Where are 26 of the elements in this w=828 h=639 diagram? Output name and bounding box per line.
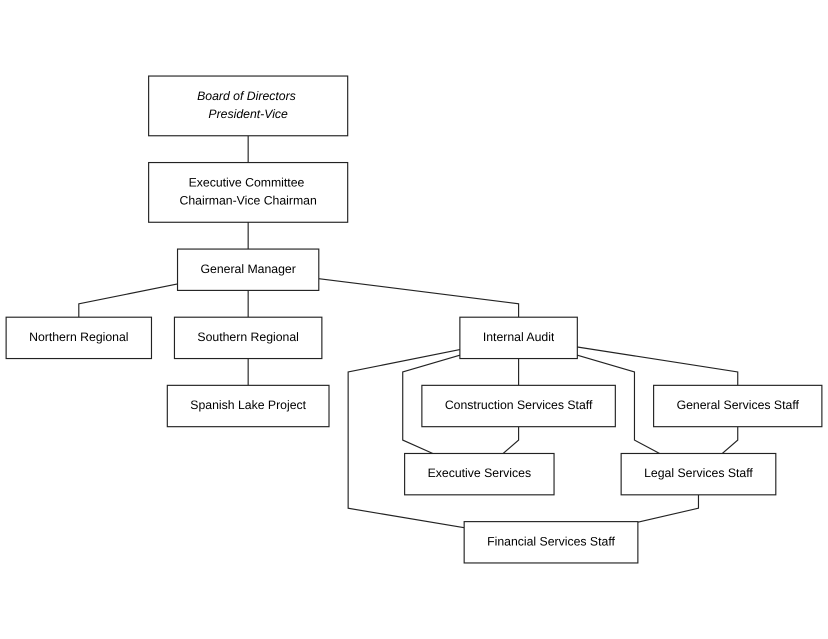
connector <box>577 354 660 454</box>
connector <box>502 426 520 454</box>
connector <box>722 426 738 454</box>
connector <box>78 283 178 318</box>
node-box: General Manager <box>176 248 320 291</box>
node-box: Construction Services Staff <box>421 384 616 428</box>
node-box: Board of Directors President-Vice <box>148 75 348 136</box>
connector <box>348 349 464 528</box>
connector <box>248 290 249 318</box>
node-box: Legal Services Staff <box>620 452 776 496</box>
connector <box>248 136 249 163</box>
node-box: General Services Staff <box>653 384 822 428</box>
node-box: Executive Committee Chairman-Vice Chairman <box>148 162 348 223</box>
node-box: Financial Services Staff <box>464 521 638 564</box>
connector <box>248 222 249 250</box>
node-box: Internal Audit <box>459 316 578 360</box>
node-box: Northern Regional <box>6 316 152 360</box>
connector <box>402 354 460 454</box>
node-box: Southern Regional <box>174 316 322 360</box>
node-box: Executive Services <box>404 452 555 496</box>
node-box: Spanish Lake Project <box>166 384 330 428</box>
connector <box>248 358 249 386</box>
connector <box>518 358 520 386</box>
connector <box>318 278 520 318</box>
connector <box>577 346 738 386</box>
connector <box>638 494 700 523</box>
